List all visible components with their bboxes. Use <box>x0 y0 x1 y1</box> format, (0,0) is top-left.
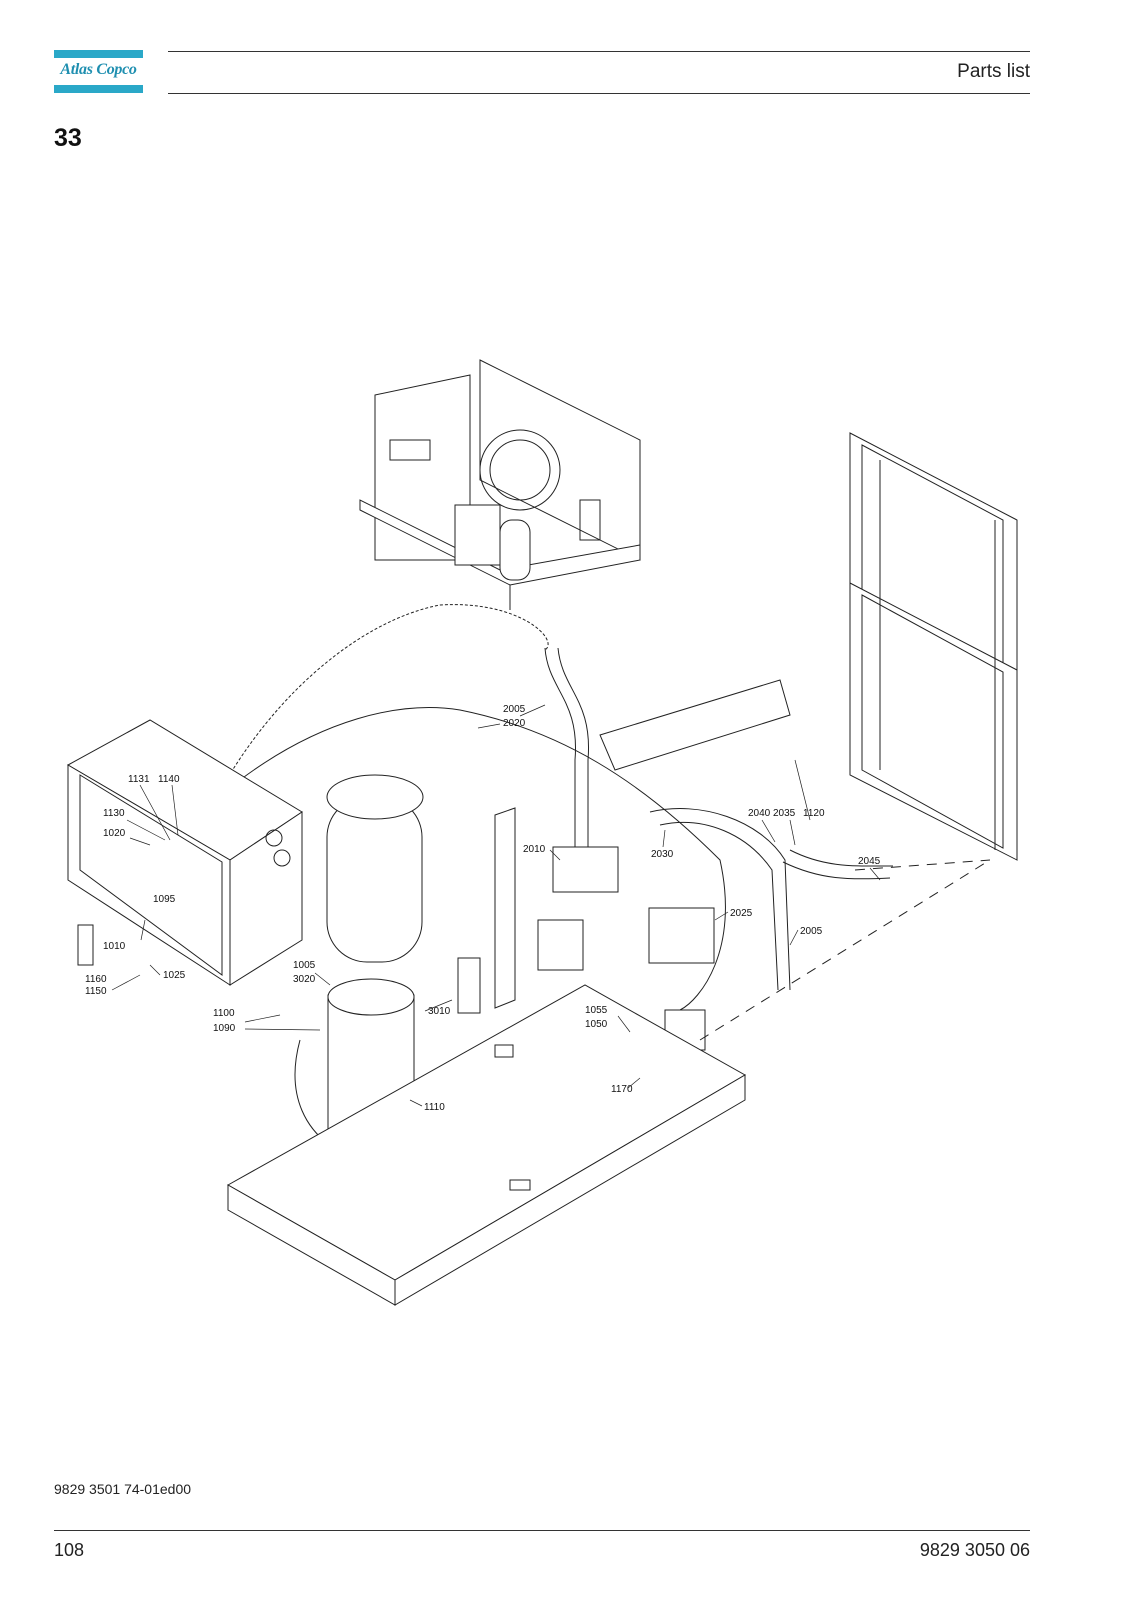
logo-wordmark: Atlas Copco <box>60 61 137 78</box>
callout-label: 2025 <box>730 908 753 919</box>
callout-label: 2005 <box>503 704 526 715</box>
callout-label: 1025 <box>163 970 186 981</box>
callout-label: 2010 <box>523 844 546 855</box>
callout-label: 2040 <box>748 808 771 819</box>
header-title: Parts list <box>957 61 1030 82</box>
manual-number: 9829 3050 06 <box>919 1540 1030 1560</box>
callout-labels: 2005 2020 1131 1140 1130 1020 1095 1010 … <box>85 704 881 1113</box>
callout-label: 1005 <box>293 960 316 971</box>
bracket-and-valves <box>494 807 715 1061</box>
refrigeration-unit <box>359 359 641 610</box>
callout-label: 1110 <box>424 1102 445 1113</box>
callout-label: 1160 <box>85 974 107 985</box>
callout-label: 2030 <box>651 849 674 860</box>
callout-label: 1050 <box>585 1019 608 1030</box>
electrical-cabinet <box>66 719 303 986</box>
document-id: 9829 3501 74-01ed00 <box>54 1481 192 1497</box>
callout-label: 2035 <box>773 808 796 819</box>
callout-label: 1100 <box>213 1008 235 1019</box>
callout-label: 1055 <box>585 1005 608 1016</box>
page-number: 108 <box>54 1540 85 1560</box>
callout-label: 3010 <box>428 1006 451 1017</box>
logo-bar-bottom <box>54 85 143 93</box>
callout-label: 2020 <box>503 718 526 729</box>
page-title: 33 <box>54 124 82 152</box>
callout-label: 2045 <box>858 856 881 867</box>
atlas-copco-logo: Atlas Copco <box>54 50 143 93</box>
callout-label: 1120 <box>803 808 825 819</box>
callout-label: 2005 <box>800 926 823 937</box>
callout-label: 1131 <box>128 774 150 785</box>
callout-label: 3020 <box>293 974 316 985</box>
header-rule-top <box>168 51 1030 52</box>
logo-bar-top <box>54 50 143 58</box>
callout-label: 1010 <box>103 941 126 952</box>
exploded-parts-drawing: 2005 2020 1131 1140 1130 1020 1095 1010 … <box>66 359 1018 1306</box>
callout-label: 1095 <box>153 894 176 905</box>
side-panel <box>849 432 1018 861</box>
tubing <box>199 604 894 1170</box>
callout-label: 1020 <box>103 828 126 839</box>
callout-label: 1140 <box>158 774 180 785</box>
callout-label: 1150 <box>85 986 107 997</box>
callout-label: 1170 <box>611 1084 633 1095</box>
callout-label: 1090 <box>213 1023 236 1034</box>
footer-rule <box>54 1530 1030 1531</box>
header-rule-bottom <box>168 93 1030 94</box>
base-frame <box>226 984 747 1306</box>
callout-label: 1130 <box>103 808 125 819</box>
leader-lines <box>111 704 881 1107</box>
